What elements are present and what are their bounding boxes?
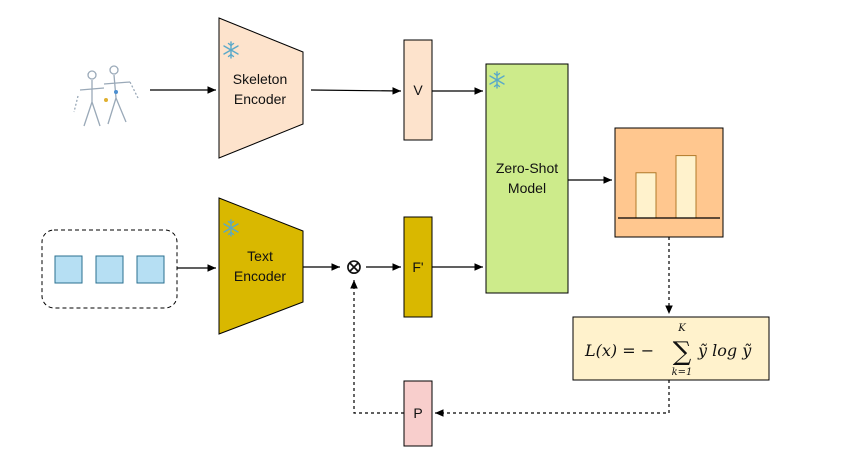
skeleton-pose-icon (73, 65, 139, 127)
chart-bar-2 (675, 155, 697, 219)
loss-lower-limit: k=1 (672, 367, 693, 378)
f-prime-box (403, 216, 433, 318)
loss-upper-limit: K (677, 323, 686, 334)
f-prime-label: F' (412, 259, 423, 275)
text-token-3 (136, 255, 165, 284)
zero-shot-model-label-2: Model (508, 180, 546, 196)
p-box (403, 380, 433, 447)
loss-formula-lhs: L(x) = − (584, 341, 654, 360)
text-encoder-label-2: Encoder (234, 268, 286, 284)
text-token-1 (54, 255, 83, 284)
text-token-group (41, 229, 178, 309)
zero-shot-model-label-1: Zero-Shot (496, 160, 558, 176)
skeleton-encoder-label-2: Encoder (234, 91, 286, 107)
skeleton-encoder (218, 17, 304, 159)
multiply-symbol: ⊗ (345, 255, 363, 280)
loss-formula-rhs: ỹ log ỹ (697, 341, 752, 360)
arrow-encoder-to-v (310, 87, 402, 95)
chart-bar-1 (635, 172, 657, 219)
skeleton-encoder-label-1: Skeleton (233, 71, 287, 87)
chart-background (614, 127, 724, 238)
arrow-p-to-multiply (350, 280, 404, 414)
bar-chart-icon (614, 127, 724, 238)
loss-formula-box (572, 316, 770, 381)
v-box (403, 39, 433, 141)
p-label: P (413, 405, 422, 421)
text-encoder-label-1: Text (247, 248, 273, 264)
text-token-2 (95, 255, 124, 284)
text-encoder (218, 197, 304, 335)
v-label: V (413, 82, 423, 98)
zero-shot-model (485, 63, 569, 294)
arrow-formula-to-p (435, 380, 670, 417)
loss-sum-symbol: ∑ (673, 337, 692, 367)
